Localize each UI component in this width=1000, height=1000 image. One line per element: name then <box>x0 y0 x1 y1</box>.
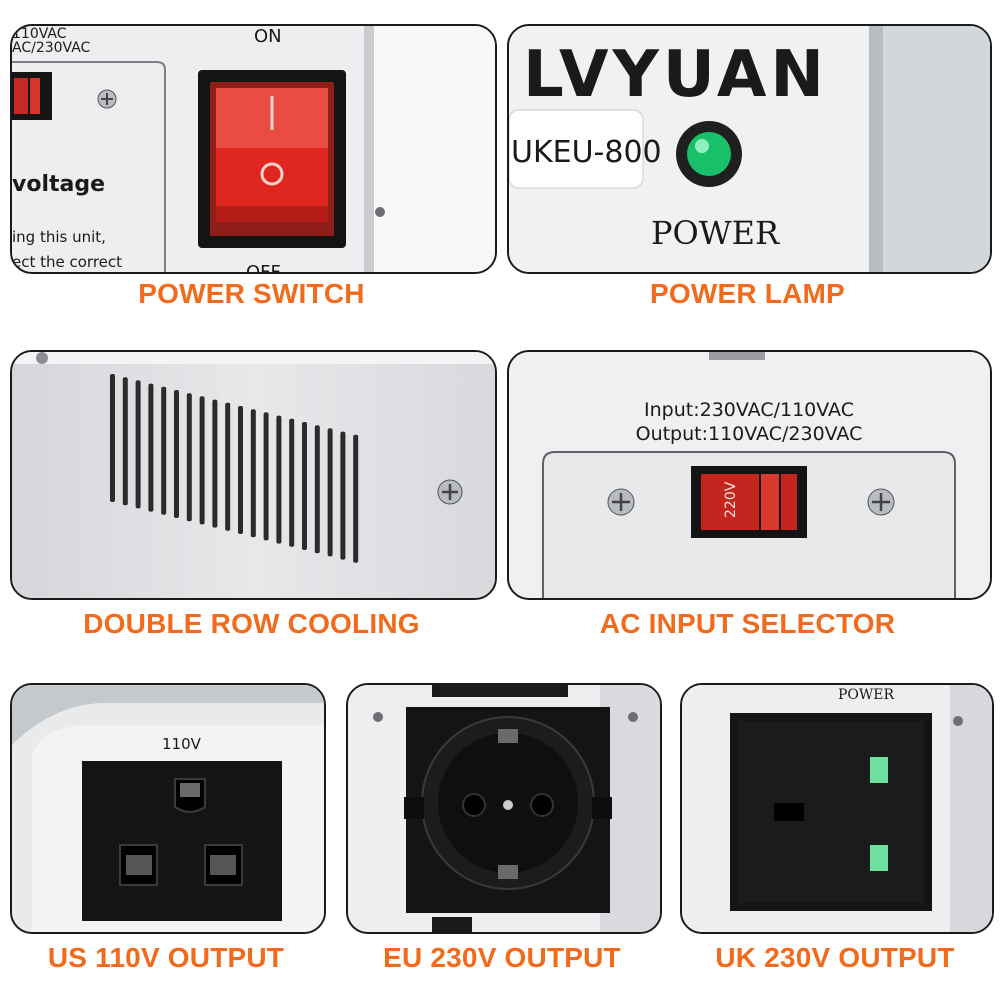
vent-slot <box>110 374 115 502</box>
vent-slot <box>161 386 167 515</box>
voltage-line-1: 110VAC <box>12 26 67 42</box>
input-selector-photo: Input:230VAC/110VAC Output:110VAC/230VAC… <box>507 350 992 600</box>
selector-indicator <box>12 72 52 120</box>
vent-slot <box>289 418 295 547</box>
vent-slot <box>340 431 346 560</box>
vent-slot <box>353 434 359 563</box>
power-switch-photo: 110VAC AC/230VAC ON voltage ing this uni… <box>10 24 497 274</box>
vent-slot <box>199 396 205 525</box>
vent-slot <box>314 425 320 554</box>
output-voltage-text: Output:110VAC/230VAC <box>636 423 863 445</box>
brand-logo: LVYUAN <box>523 38 828 112</box>
screw-icon <box>607 488 635 516</box>
vent-slot <box>174 390 179 518</box>
voltage-line-2: AC/230VAC <box>12 40 91 56</box>
instruction-line-1: ing this unit, <box>12 228 106 246</box>
vent-slot <box>122 377 128 506</box>
screw-icon <box>867 488 895 516</box>
caption-eu-output: EU 230V OUTPUT <box>383 942 621 973</box>
vent-slot <box>135 380 141 509</box>
power-lamp-photo: LVYUAN UKEU-800 POWER <box>507 24 992 274</box>
selector-value: 220V <box>723 481 739 518</box>
uk-outlet <box>730 713 932 911</box>
eu-outlet <box>404 707 612 913</box>
vent-slot <box>186 393 192 522</box>
vent-slot <box>225 402 231 531</box>
rocker-switch <box>198 70 346 248</box>
vent-slot <box>238 406 243 534</box>
vent-slots <box>110 374 359 563</box>
uk-power-label: POWER <box>838 687 895 703</box>
caption-us-output: US 110V OUTPUT <box>47 942 285 973</box>
power-lamp-icon <box>676 121 742 187</box>
us-socket-photo: 110V <box>10 683 326 934</box>
instruction-line-2: ect the correct <box>12 253 122 271</box>
caption-uk-output: UK 230V OUTPUT <box>715 942 955 973</box>
caption-power-lamp: POWER LAMP <box>650 278 845 309</box>
on-label: ON <box>254 26 282 47</box>
caption-double-row-cooling: DOUBLE ROW COOLING <box>83 608 420 639</box>
vent-slot <box>250 409 256 538</box>
vent-slot <box>276 415 282 544</box>
power-label: POWER <box>651 214 780 252</box>
screw-icon <box>437 479 463 505</box>
vent-slot <box>327 428 333 557</box>
us-outlet <box>82 761 282 921</box>
uk-socket-photo: POWER <box>680 683 994 934</box>
vent-slot <box>302 422 307 550</box>
off-label: OFF <box>246 262 281 272</box>
screw-icon <box>97 89 117 109</box>
voltage-selector-switch: 220V <box>691 466 807 538</box>
us-voltage-label: 110V <box>162 735 202 753</box>
caption-ac-input-selector: AC INPUT SELECTOR <box>599 608 896 639</box>
voltage-heading: voltage <box>12 172 105 197</box>
caption-power-switch: POWER SWITCH <box>138 278 365 309</box>
model-label: UKEU-800 <box>511 135 662 170</box>
cooling-vents-photo <box>10 350 497 600</box>
input-voltage-text: Input:230VAC/110VAC <box>644 399 854 421</box>
eu-socket-photo <box>346 683 662 934</box>
vent-slot <box>212 399 218 528</box>
vent-slot <box>263 412 269 541</box>
vent-slot <box>148 383 154 512</box>
